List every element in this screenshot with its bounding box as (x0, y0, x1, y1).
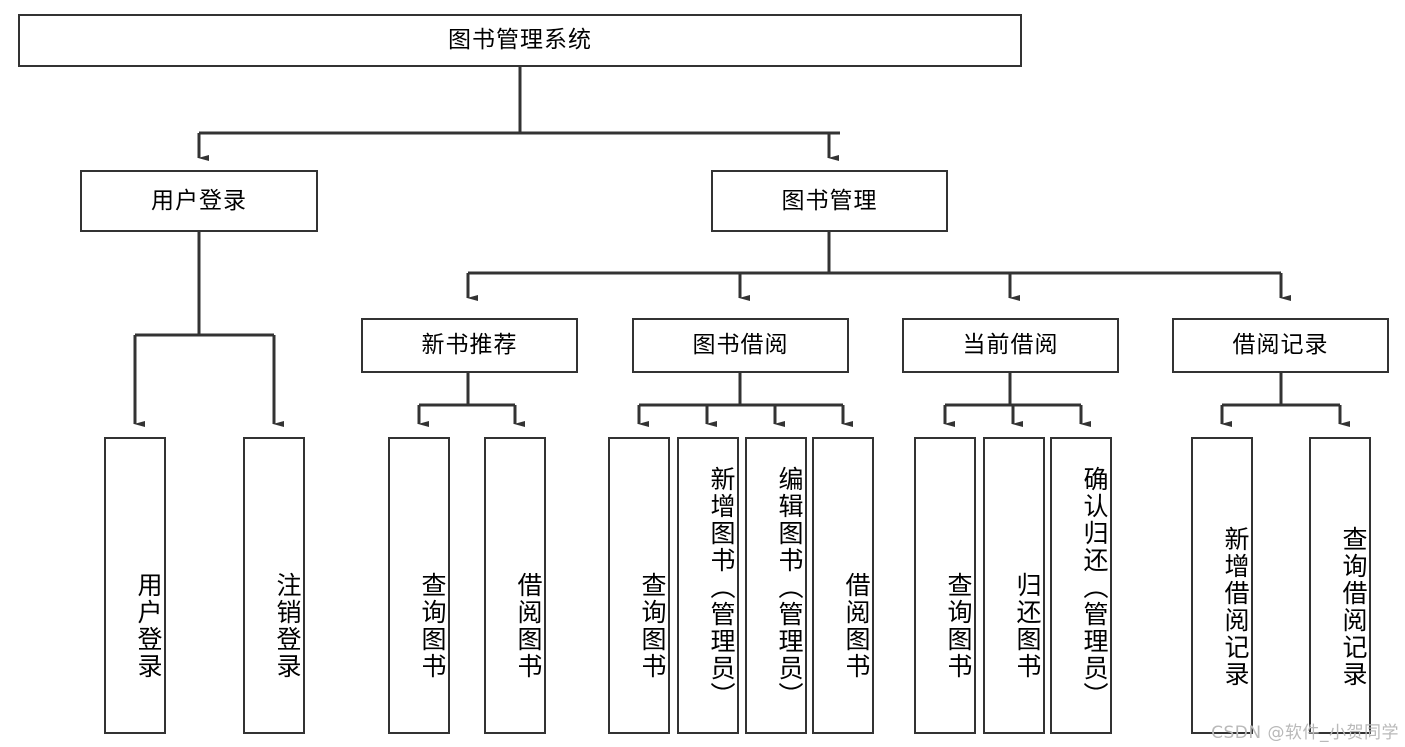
node-borrow-record-label: 借阅记录 (1232, 332, 1329, 359)
leaf-query-book-2[interactable]: 查询图书 (608, 437, 670, 734)
node-book-manage-label: 图书管理 (781, 187, 878, 214)
watermark-text: CSDN @软件_小贺同学 (1211, 723, 1399, 743)
leaf-borrow-book-1-label: 借阅图书 (514, 571, 543, 680)
leaf-query-record-label: 查询借阅记录 (1339, 525, 1368, 688)
leaf-query-book-3[interactable]: 查询图书 (914, 437, 976, 734)
leaf-confirm-return[interactable]: 确认归还（管理员） (1050, 437, 1112, 734)
leaf-return-book-label: 归还图书 (1013, 571, 1042, 680)
leaf-return-book[interactable]: 归还图书 (983, 437, 1045, 734)
leaf-logout[interactable]: 注销登录 (243, 437, 305, 734)
node-user-login[interactable]: 用户登录 (80, 170, 318, 232)
leaf-query-book-2-label: 查询图书 (638, 571, 667, 680)
node-new-book-recommend-label: 新书推荐 (421, 332, 518, 359)
node-new-book-recommend[interactable]: 新书推荐 (361, 318, 578, 373)
node-root[interactable]: 图书管理系统 (18, 14, 1022, 67)
leaf-query-book-1[interactable]: 查询图书 (388, 437, 450, 734)
leaf-edit-book[interactable]: 编辑图书（管理员） (745, 437, 807, 734)
leaf-confirm-return-label: 确认归还（管理员） (1080, 466, 1109, 709)
leaf-add-record[interactable]: 新增借阅记录 (1191, 437, 1253, 734)
leaf-add-book-label: 新增图书（管理员） (707, 466, 736, 709)
node-book-borrow-label: 图书借阅 (692, 332, 789, 359)
node-book-borrow[interactable]: 图书借阅 (632, 318, 849, 373)
leaf-user-login[interactable]: 用户登录 (104, 437, 166, 734)
leaf-query-book-3-label: 查询图书 (944, 571, 973, 680)
leaf-user-login-label: 用户登录 (134, 571, 163, 680)
node-current-borrow-label: 当前借阅 (962, 332, 1059, 359)
leaf-logout-label: 注销登录 (273, 571, 302, 680)
node-book-manage[interactable]: 图书管理 (711, 170, 948, 232)
node-current-borrow[interactable]: 当前借阅 (902, 318, 1119, 373)
leaf-add-record-label: 新增借阅记录 (1221, 525, 1250, 688)
node-root-label: 图书管理系统 (448, 27, 592, 54)
leaf-borrow-book-2[interactable]: 借阅图书 (812, 437, 874, 734)
node-user-login-label: 用户登录 (151, 187, 247, 214)
leaf-add-book[interactable]: 新增图书（管理员） (677, 437, 739, 734)
leaf-query-book-1-label: 查询图书 (418, 571, 447, 680)
leaf-edit-book-label: 编辑图书（管理员） (775, 466, 804, 709)
leaf-borrow-book-2-label: 借阅图书 (842, 571, 871, 680)
node-borrow-record[interactable]: 借阅记录 (1172, 318, 1389, 373)
leaf-borrow-book-1[interactable]: 借阅图书 (484, 437, 546, 734)
leaf-query-record[interactable]: 查询借阅记录 (1309, 437, 1371, 734)
